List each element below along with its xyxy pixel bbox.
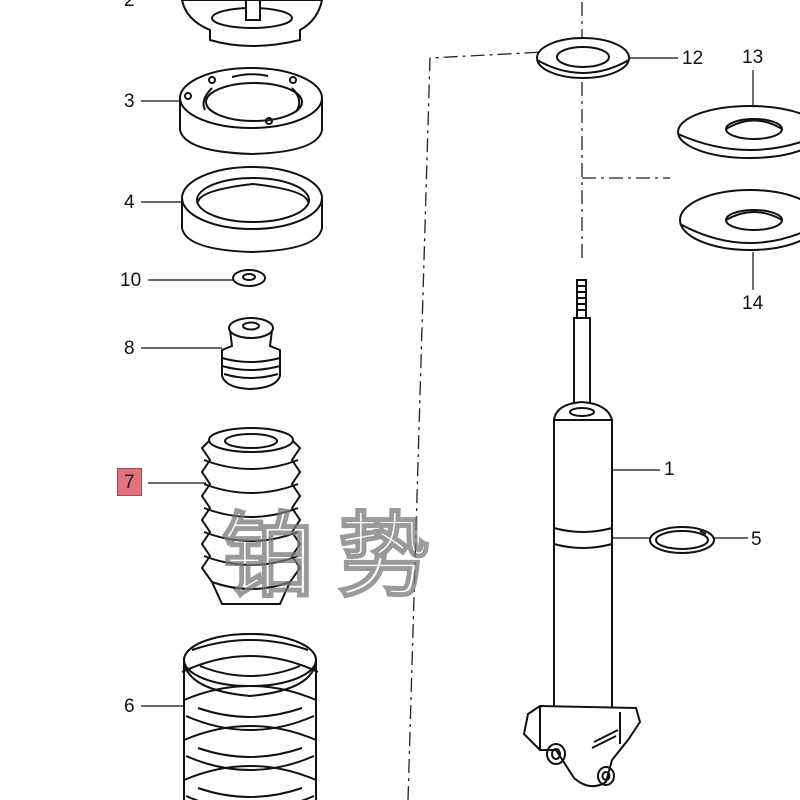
assembly-line-left: [407, 49, 583, 800]
part-6-coil-spring: [181, 633, 319, 800]
part-4-spacer-ring: [181, 166, 323, 254]
part-2-top-mount: [180, 0, 324, 47]
part-8-bump-stop: [221, 317, 281, 391]
callout-14: 14: [742, 293, 764, 314]
part-1-shock-absorber: [522, 279, 642, 788]
part-3-mount-plate: [179, 67, 323, 156]
callout-3: 3: [124, 91, 135, 112]
callout-10: 10: [120, 270, 142, 291]
part-10-small-washer: [232, 269, 266, 287]
callout-8: 8: [124, 338, 135, 359]
callout-2: 2: [124, 0, 135, 11]
part-5-snap-ring: [649, 526, 715, 554]
callout-13: 13: [742, 47, 764, 68]
part-13-shim: [677, 105, 800, 159]
callout-6: 6: [124, 696, 135, 717]
callout-1: 1: [664, 459, 675, 480]
watermark: 铂势: [221, 502, 455, 611]
part-14-shim: [679, 189, 800, 251]
part-7-dust-boot: [200, 427, 302, 605]
callout-5: 5: [751, 529, 762, 550]
part-12-washer: [536, 37, 630, 79]
callout-7-highlighted[interactable]: 7: [117, 468, 142, 496]
callout-4: 4: [124, 192, 135, 213]
callout-12: 12: [682, 48, 704, 69]
